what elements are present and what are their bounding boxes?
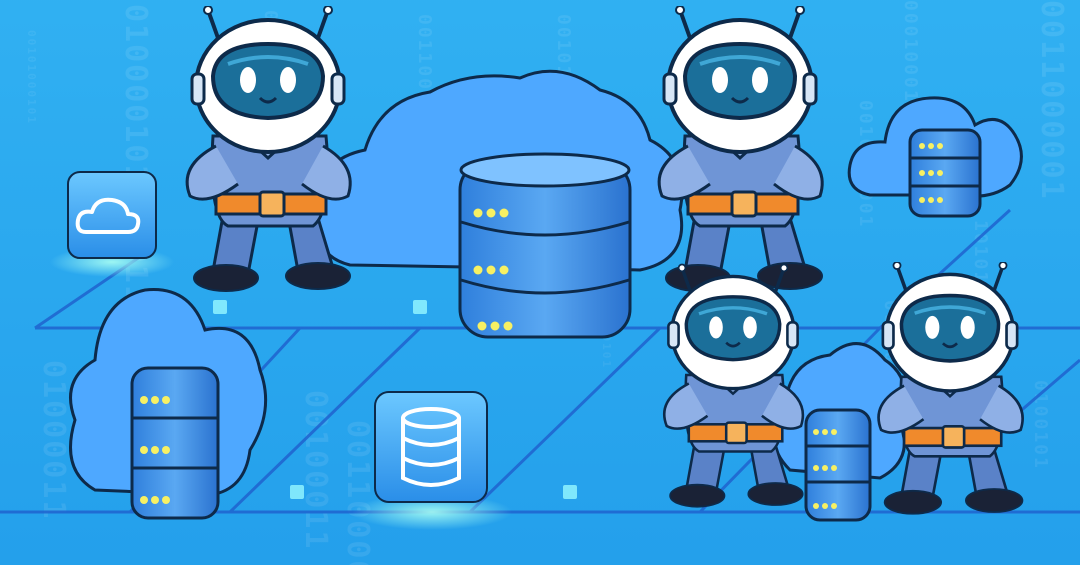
server-stack (908, 128, 982, 218)
server-stack (130, 366, 220, 520)
server-stack-main (458, 152, 632, 339)
cloud-server-bottom-right (772, 342, 907, 522)
cloud-server-left (69, 288, 268, 520)
cloud-icon (75, 197, 141, 234)
cloud-center (316, 69, 684, 339)
database-tile (352, 391, 512, 530)
server-stack (804, 408, 872, 522)
sparkle-squares (213, 300, 577, 499)
cloud-server-top-right (847, 96, 1023, 218)
cloud-tile (50, 171, 174, 277)
database-icon (401, 407, 461, 487)
